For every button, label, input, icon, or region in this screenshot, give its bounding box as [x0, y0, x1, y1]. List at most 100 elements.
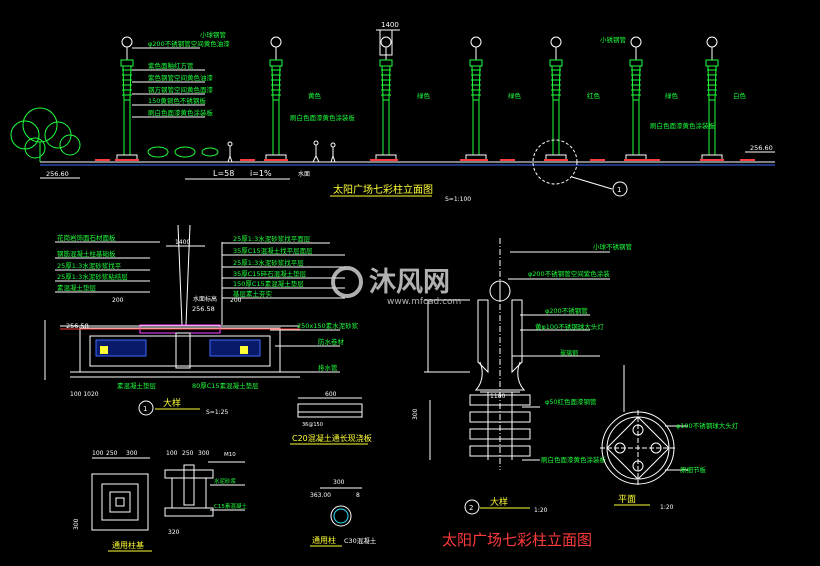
col-base-title: 通用柱基 [112, 540, 144, 550]
detail-note-5: φ50红色面漆钢管 [545, 397, 597, 406]
col-section-dim-1: 300 [333, 479, 345, 486]
pillar-ball [121, 36, 133, 48]
pillar-detail: 300 1100 小球不锈钢管 φ200不锈钢管空间紫色涂装 φ200不锈钢管 … [412, 238, 633, 515]
pillar [544, 36, 568, 161]
main-title: 太阳广场七彩柱立面图 [333, 183, 433, 196]
bubble-section-number: 1 [143, 405, 147, 413]
detail-callout-circle [532, 139, 578, 185]
water-label: 水面 [298, 170, 310, 178]
person-icon [227, 140, 336, 163]
tree-icon [10, 107, 81, 162]
section-right-note-1: 25厚1:3水泥砂浆找平面层 [233, 234, 311, 243]
col-base-note-2: 水泥砂浆 [214, 477, 237, 485]
ground-elev-right: 256.60 [750, 144, 773, 152]
col-base-plan-outer [91, 473, 149, 531]
detail-scale: 1:20 [534, 507, 548, 514]
section-detail: 1400 256.58 256.58 水面标高 200 200 花岗岩饰面石材面… [44, 224, 359, 416]
section-right-note-4: 35厚C15碎石混凝土垫层 [233, 269, 307, 278]
col-base-dim-4: 100 [166, 450, 178, 457]
section-left-note-2: 钢筋混凝土柱基础板 [57, 249, 116, 258]
section-right-note-6: 基层素土夯实 [233, 289, 273, 298]
ground-elev-left: 256.60 [46, 170, 69, 178]
beam-dim: 600 [325, 391, 337, 398]
beam-detail: 600 36@150 C20混凝土通长现浇板 [290, 391, 372, 445]
section-scale: S=1:25 [206, 409, 228, 416]
pillar [464, 36, 488, 161]
section-right-note-3: 25厚1:3水泥砂浆找平层 [233, 258, 304, 267]
section-bottom-note-2: 80厚C15素混凝土垫层 [192, 381, 259, 390]
watermark-name: 沐风网 [369, 267, 450, 298]
watermark: 沐风网 www.mfcad.com [331, 266, 461, 307]
col-base-note-1: M10 [224, 452, 236, 458]
section-right-note-2: 35厚C15混凝土找平层面层 [233, 246, 313, 255]
pillar [624, 36, 648, 161]
label-steel-tube: 小锈钢管 [600, 35, 627, 44]
detail-note-3: φ200不锈钢管 [545, 306, 588, 315]
section-left-note-4: 25厚1:3水泥砂浆粘结层 [57, 272, 128, 281]
pillar-ball [380, 36, 392, 48]
plan-note-2: 原细节板 [680, 465, 707, 474]
red-title: 太阳广场七彩柱立面图 [442, 531, 592, 549]
section-elev-note: 水面标高 [193, 295, 217, 303]
section-left-note-5: 素混凝土垫层 [57, 283, 97, 292]
elev-note-4: 钢方钢管空间黄色面漆 [148, 85, 214, 94]
label-white: 白色 [733, 91, 747, 100]
elev-note-3: 紫色钢管空间黄色油漆 [148, 73, 214, 82]
watermark-logo-icon [331, 266, 363, 298]
section-bottom-note-1: 素混凝土垫层 [117, 381, 157, 390]
detail-title: 大样 [490, 496, 508, 508]
col-base-dim-5: 250 [182, 450, 194, 457]
section-elev-left: 256.58 [66, 322, 89, 330]
watermark-url: www.mfcad.com [387, 297, 461, 307]
pillar-ball [270, 36, 282, 48]
detail-bubble-1 [612, 181, 628, 197]
pillar [374, 36, 398, 161]
label-white-panel: 刷白色面漆黄色涂装板 [290, 113, 356, 122]
section-left-note-3: 25厚1:3水泥砂浆找平 [57, 261, 122, 270]
section-side-note-1: 250x150素水泥砂浆 [297, 321, 359, 330]
plan-note-1: φ100不锈钢球大头灯 [676, 421, 739, 430]
pillar [115, 36, 139, 161]
light-fixture-right [240, 346, 248, 354]
beam-title: C20混凝土通长现浇板 [292, 433, 372, 443]
section-right-note-5: 150厚C15素混凝土垫层 [233, 279, 304, 288]
elev-note-2: 紫色面釉红方管 [148, 61, 194, 70]
col-section-dim-3: 8 [356, 492, 360, 499]
section-right-leaders [221, 242, 345, 325]
section-dim-top: 1400 [175, 239, 190, 246]
detail-note-6: 刷白色面漆黄色涂装板 [541, 455, 607, 464]
section-left-leaders [55, 241, 160, 293]
col-base-side-0: 320 [168, 529, 180, 536]
col-base-dim-6: 300 [198, 450, 210, 457]
label-magenta: 绿色 [665, 91, 679, 100]
water-pool-right [209, 339, 261, 357]
section-dim-right: 200 [230, 297, 242, 304]
detail-note-extra: 玻璃钢 [560, 349, 578, 357]
elev-note-1: φ200不锈钢管空间黄色油漆 [148, 39, 230, 48]
label-yellow: 黄色 [308, 91, 322, 100]
section-side-note-2: 防水卷材 [318, 337, 345, 346]
pillar-ball [550, 36, 562, 48]
col-section-title: 通用柱 [312, 535, 336, 545]
spiral-bands [469, 392, 531, 460]
plan-title: 平面 [618, 494, 636, 505]
shrub-icon [147, 146, 219, 158]
label-green-2: 绿色 [508, 91, 522, 100]
col-base-dim-1: 100 [92, 450, 104, 457]
section-bottom-dims: 100 1020 [70, 391, 99, 398]
pillar-left-dims [424, 299, 470, 460]
col-base-dim-2: 250 [106, 450, 118, 457]
top-dim: 1400 [381, 21, 399, 29]
label-small-ball: 小球钢管 [200, 30, 227, 39]
section-side-leaders [270, 329, 340, 373]
section-title: 大样 [163, 397, 181, 409]
detail-bubble-section [138, 400, 154, 416]
pillar-note-leaders [508, 251, 610, 461]
column-base-detail: 100 250 300 300 100 250 300 320 M10 水泥砂浆… [73, 450, 247, 552]
plan-view: φ100不锈钢球大头灯 原细节板 平面 1:20 [600, 365, 739, 511]
section-left-note-1: 花岗岩饰面石材面板 [57, 233, 116, 242]
elev-note-leaders [132, 47, 205, 118]
pillar [264, 36, 288, 161]
